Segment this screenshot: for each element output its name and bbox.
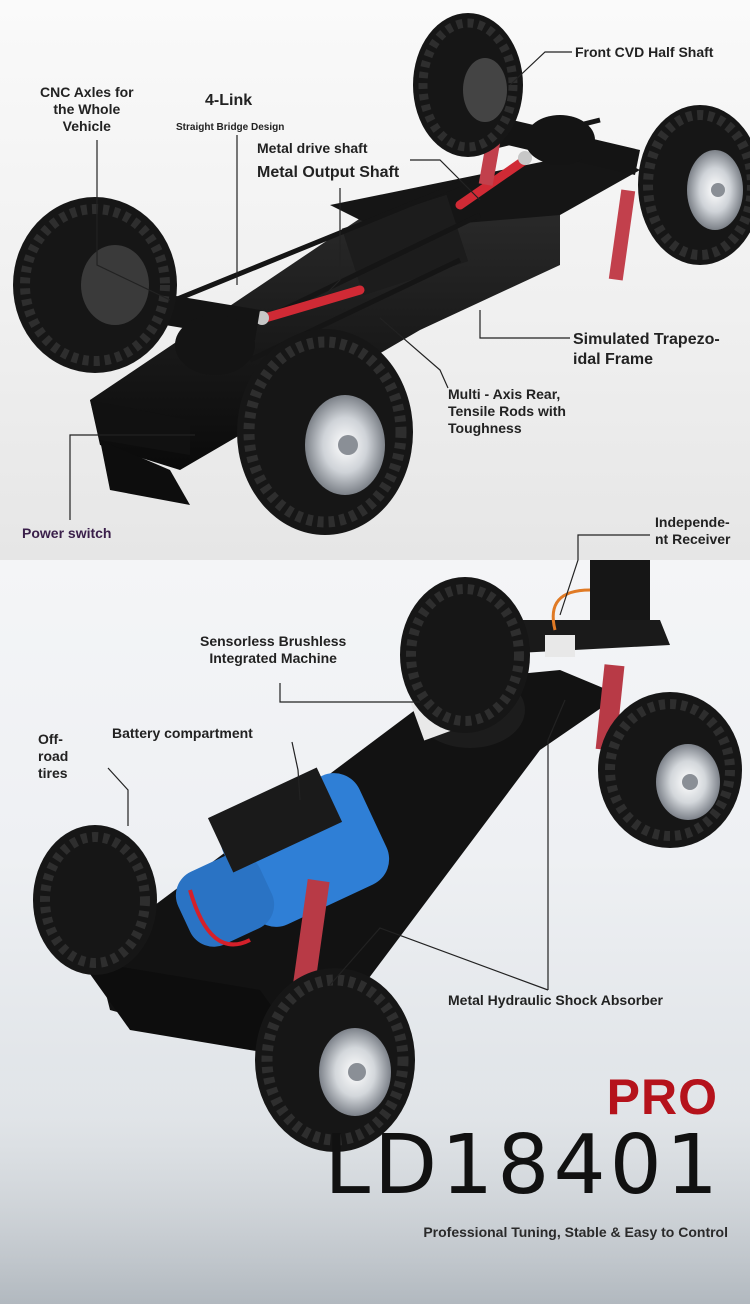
label-offroad-tires: Off- road tires: [38, 731, 69, 781]
wheel-rear-right: [237, 329, 413, 535]
wheel-front-right: [638, 105, 750, 265]
brand-model-number: LD18401: [324, 1118, 722, 1213]
wheel-lower-front-left: [400, 577, 530, 733]
label-cnc-axles: CNC Axles for the Whole Vehicle: [40, 84, 134, 134]
label-simulated-frame: Simulated Trapezo- idal Frame: [573, 331, 720, 368]
label-front-cvd: Front CVD Half Shaft: [575, 44, 714, 60]
wheel-front-left: [413, 13, 523, 157]
label-independent-receiver: Independe- nt Receiver: [655, 514, 731, 547]
label-battery-compartment: Battery compartment: [112, 725, 253, 741]
label-shock-absorber: Metal Hydraulic Shock Absorber: [448, 992, 663, 1008]
chassis-bottom-illustration: [0, 560, 750, 1304]
label-straight-bridge: Straight Bridge Design: [176, 122, 285, 133]
wheel-lower-rear-right: [255, 968, 415, 1152]
label-power-switch: Power switch: [22, 525, 112, 541]
wheel-lower-front-right: [598, 692, 742, 848]
battery-pack: [175, 767, 390, 947]
brand-pro: PRO: [606, 1069, 718, 1125]
wheel-lower-rear-left: [33, 825, 157, 975]
front-shocks: [478, 139, 636, 281]
label-metal-output-shaft: Metal Output Shaft: [257, 164, 400, 181]
label-four-link: 4-Link: [205, 92, 253, 109]
label-metal-drive-shaft: Metal drive shaft: [257, 140, 368, 156]
label-multi-axis: Multi - Axis Rear, Tensile Rods with Tou…: [448, 386, 566, 436]
wheel-rear-left: [13, 197, 177, 373]
brand-tagline: Professional Tuning, Stable & Easy to Co…: [423, 1224, 728, 1240]
label-brushless-machine: Sensorless Brushless Integrated Machine: [200, 633, 347, 666]
chassis-top-illustration: [13, 13, 750, 535]
